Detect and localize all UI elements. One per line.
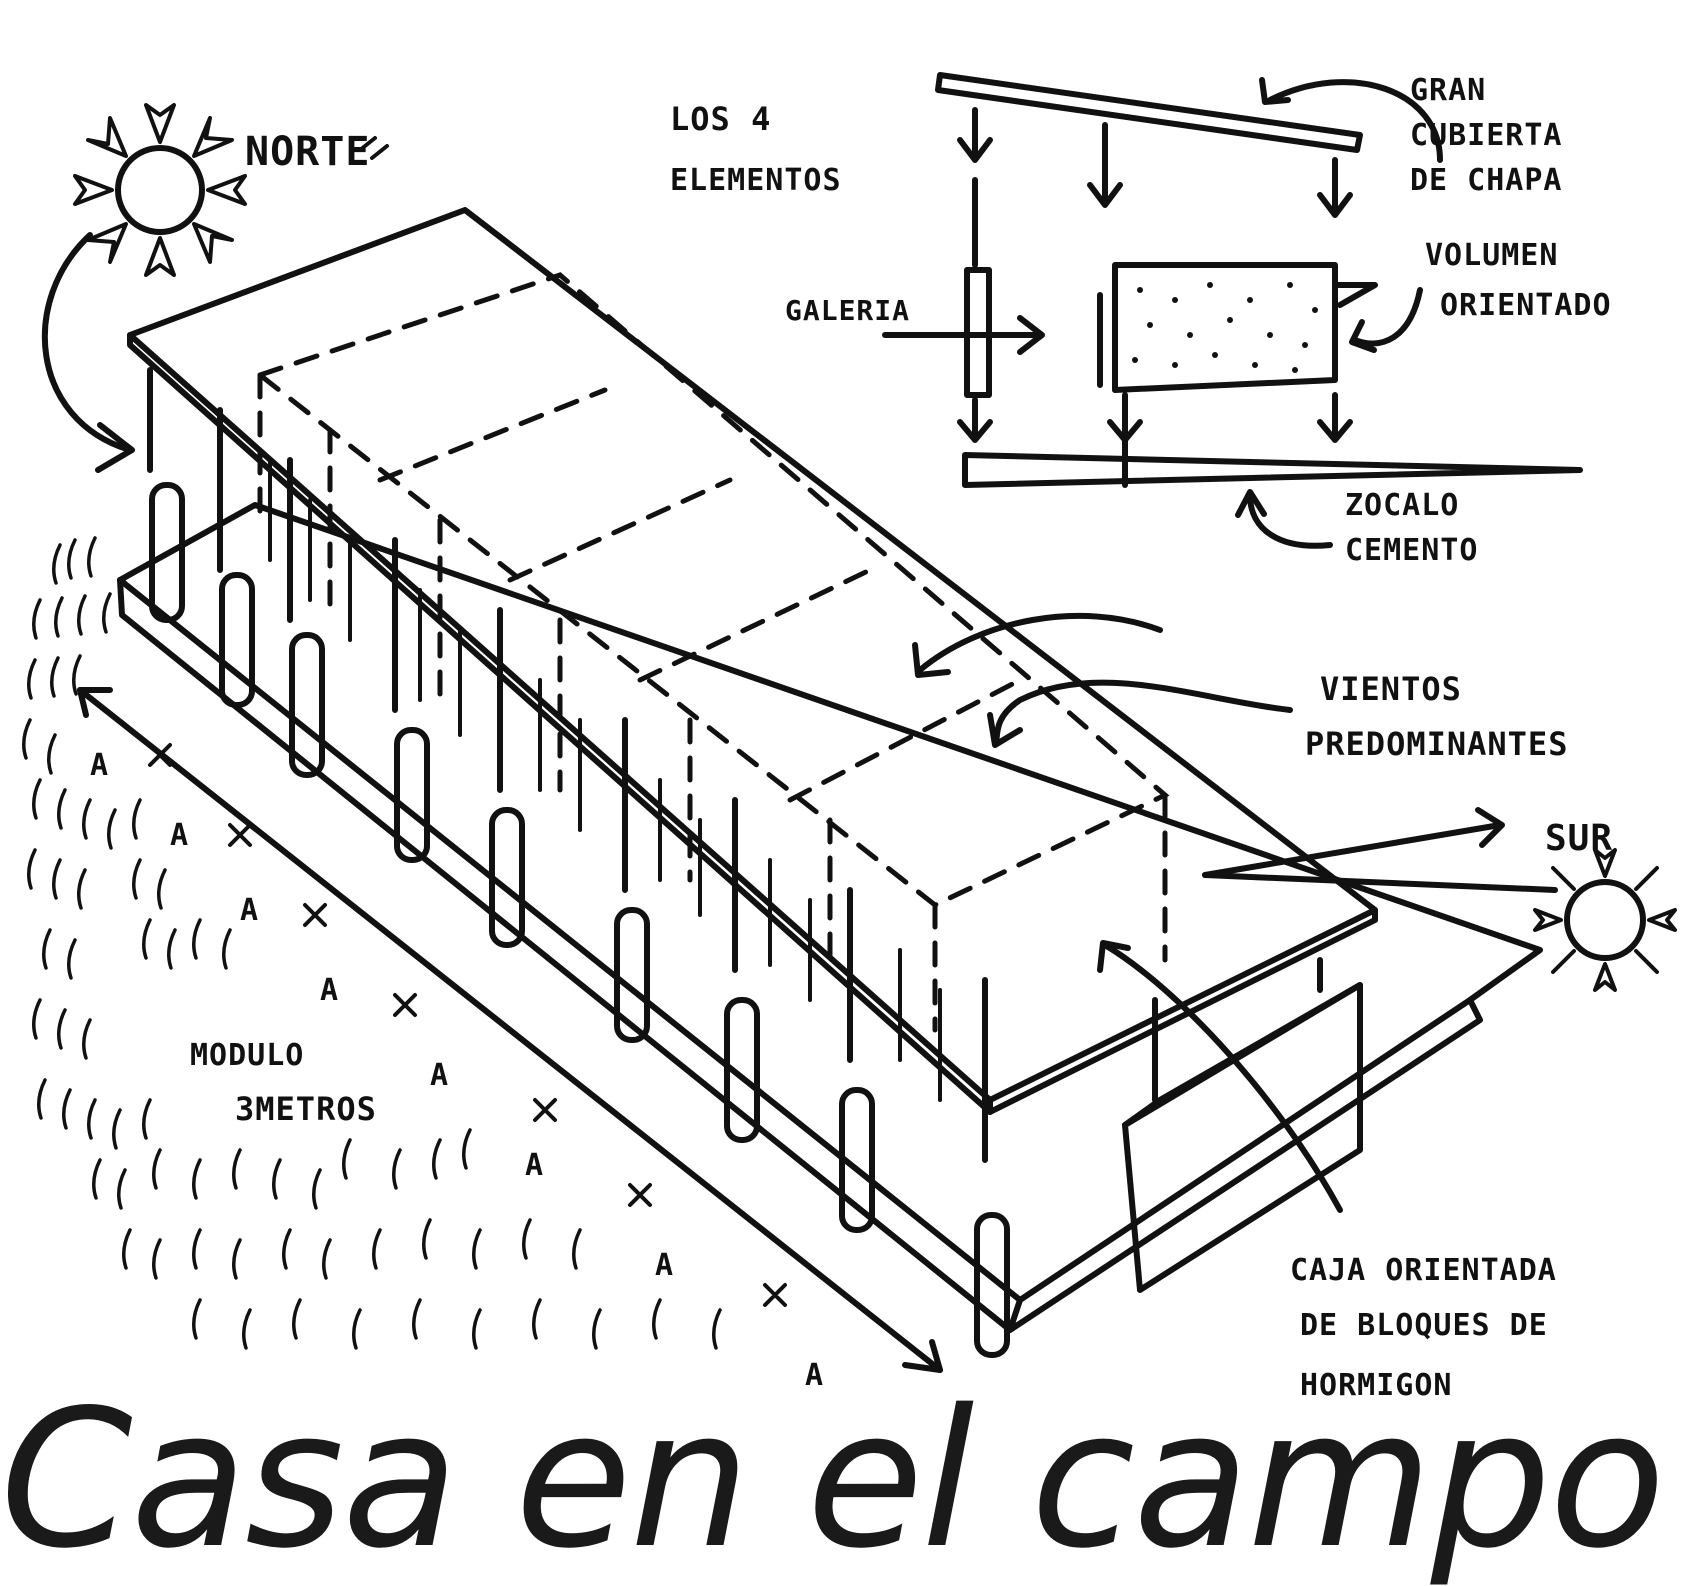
norte-ticks [358,136,389,160]
sur-arrow [1202,822,1503,878]
exploded-galeria [882,267,1045,398]
sun-south-icon [1533,848,1677,992]
caja-bloques [1122,957,1363,1293]
label-vientos: VIENTOS [1320,670,1462,708]
grass-hatching [22,536,722,1350]
caja-arrowhead [1097,940,1131,973]
module-mark: A [240,893,259,928]
label-volumen: VOLUMEN [1425,238,1558,273]
gallery-columns [147,367,1010,1358]
label-cemento: CEMENTO [1345,533,1478,568]
zocalo-arrow [1247,492,1333,549]
exploded-zocalo [962,437,1583,488]
sur-line [1202,872,1558,893]
label-dechapa: DE CHAPA [1410,163,1563,198]
norte-arrow [41,232,133,453]
gran-arrowhead [1259,77,1291,105]
module-mark: A [430,1058,449,1093]
label-cubierta: CUBIERTA [1410,118,1563,153]
label-galeria: GALERIA [785,294,910,327]
label-elementos: ELEMENTOS [670,163,842,198]
label-los4: LOS 4 [670,100,771,138]
exploded-volumen [1097,262,1378,393]
label-orientado: ORIENTADO [1440,288,1612,323]
wind-arrows [912,612,1293,748]
dashed-volume [254,272,1170,1033]
label-zocalo: ZOCALO [1345,488,1459,523]
module-mark: A [90,748,109,783]
label-norte: NORTE [245,129,370,175]
label-caja1: CAJA ORIENTADA [1290,1253,1557,1288]
caja-arrow [1102,942,1343,1213]
module-axis [77,687,943,1373]
sun-north-icon [73,103,247,277]
module-marks: A A A A A A A A [90,748,824,1393]
label-gran: GRAN [1410,73,1486,108]
module-mark: A [525,1148,544,1183]
volumen-arrowhead [1349,319,1377,353]
volumen-arrow [1352,287,1423,347]
label-sur: SUR [1545,818,1613,859]
house-roof [127,207,1378,1115]
label-caja3: HORMIGON [1300,1368,1453,1403]
module-mark: A [170,818,189,853]
norte-arrowhead [95,422,135,473]
label-metros: 3METROS [235,1090,377,1128]
exploded-arrows [957,107,1353,443]
gran-arrow [1267,79,1443,163]
sur-arrowhead [1475,807,1505,848]
label-caja2: DE BLOQUES DE [1300,1308,1548,1343]
label-modulo: MODULO [190,1038,304,1073]
module-mark: A [320,973,339,1008]
exploded-roof [935,72,1363,153]
page-title: Casa en el campo [0,1369,1664,1586]
module-mark: A [805,1358,824,1393]
zocalo-arrowhead [1235,489,1267,518]
label-predominantes: PREDOMINANTES [1305,725,1568,763]
module-mark: A [655,1248,674,1283]
